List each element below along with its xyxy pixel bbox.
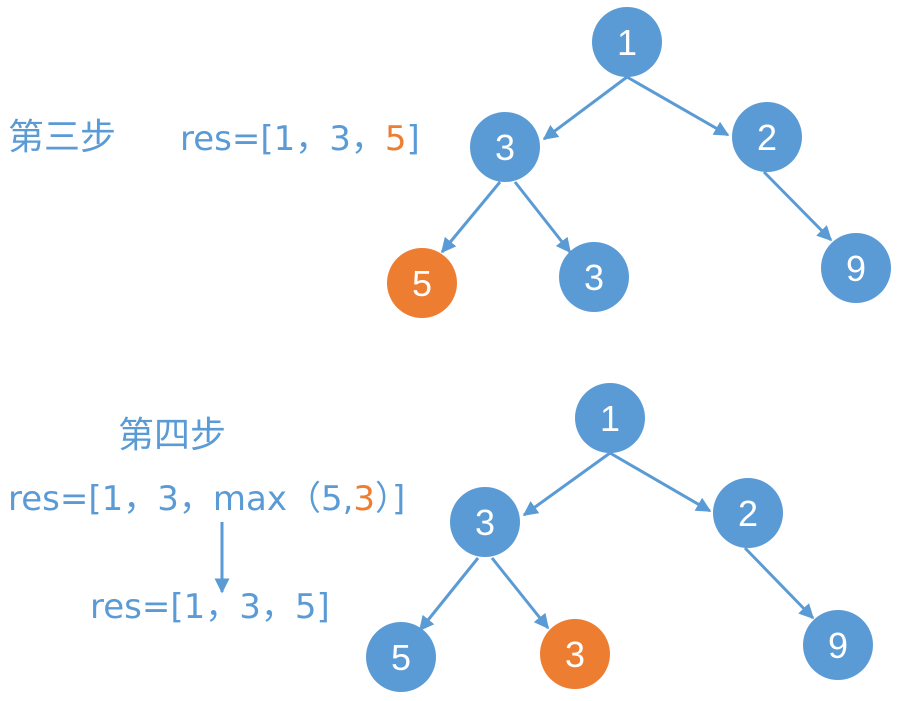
svg-text:9: 9 bbox=[846, 248, 866, 289]
step4-edge-root-right bbox=[609, 451, 712, 513]
step3-edge-root-left bbox=[542, 75, 628, 141]
step4-result-max-prefix: res=[1，3，max（5, bbox=[8, 479, 354, 519]
svg-text:2: 2 bbox=[738, 493, 758, 534]
step3-node-right: 2 bbox=[732, 102, 802, 172]
svg-text:1: 1 bbox=[600, 398, 620, 439]
svg-text:2: 2 bbox=[757, 117, 777, 158]
step3-node-left-left: 5 bbox=[387, 248, 457, 318]
step4-node-right: 2 bbox=[713, 478, 783, 548]
step4-edges bbox=[418, 451, 815, 632]
step4-node-right-right: 9 bbox=[803, 610, 873, 680]
step3-result-suffix: ] bbox=[406, 119, 420, 159]
svg-text:3: 3 bbox=[475, 502, 495, 543]
svg-text:1: 1 bbox=[617, 22, 637, 63]
step3-node-root: 1 bbox=[592, 7, 662, 77]
svg-text:3: 3 bbox=[584, 257, 604, 298]
step3-node-left: 3 bbox=[470, 112, 540, 182]
step4-node-root: 1 bbox=[575, 383, 645, 453]
svg-text:9: 9 bbox=[828, 625, 848, 666]
step4-node-left-left: 5 bbox=[366, 622, 436, 692]
step3-result-highlight: 5 bbox=[384, 119, 407, 159]
step4-result-max-suffix: ）] bbox=[375, 479, 406, 519]
step3-title: 第三步 bbox=[8, 117, 117, 158]
step3-node-left-right: 3 bbox=[559, 242, 629, 312]
svg-text:3: 3 bbox=[495, 127, 515, 168]
svg-text:5: 5 bbox=[412, 263, 432, 304]
step3-edge-root-right bbox=[626, 75, 730, 137]
step3-result: res=[1，3，5] bbox=[180, 122, 420, 156]
step4-result-max: res=[1，3，max（5,3）] bbox=[8, 482, 405, 516]
step3-result-prefix: res=[1，3， bbox=[180, 119, 385, 159]
step3-edges bbox=[440, 75, 833, 254]
step4-node-left-right: 3 bbox=[540, 619, 610, 689]
step4-title: 第四步 bbox=[118, 415, 227, 456]
step4-edge-left-leftright bbox=[490, 557, 550, 630]
step4-edge-left-leftleft bbox=[418, 557, 480, 632]
svg-text:3: 3 bbox=[565, 634, 585, 675]
step4-result-max-highlight: 3 bbox=[353, 479, 376, 519]
step4-result-final: res=[1，3，5] bbox=[90, 587, 330, 627]
step3-node-right-right: 9 bbox=[821, 233, 891, 303]
step3-edge-left-leftleft bbox=[440, 181, 502, 254]
step3-edge-left-leftright bbox=[513, 181, 572, 254]
step3-edge-right-rightright bbox=[762, 170, 833, 242]
svg-text:5: 5 bbox=[391, 637, 411, 678]
step4-edge-right-rightright bbox=[743, 546, 815, 620]
step4-edge-root-left bbox=[522, 451, 611, 517]
step4-node-left: 3 bbox=[450, 487, 520, 557]
